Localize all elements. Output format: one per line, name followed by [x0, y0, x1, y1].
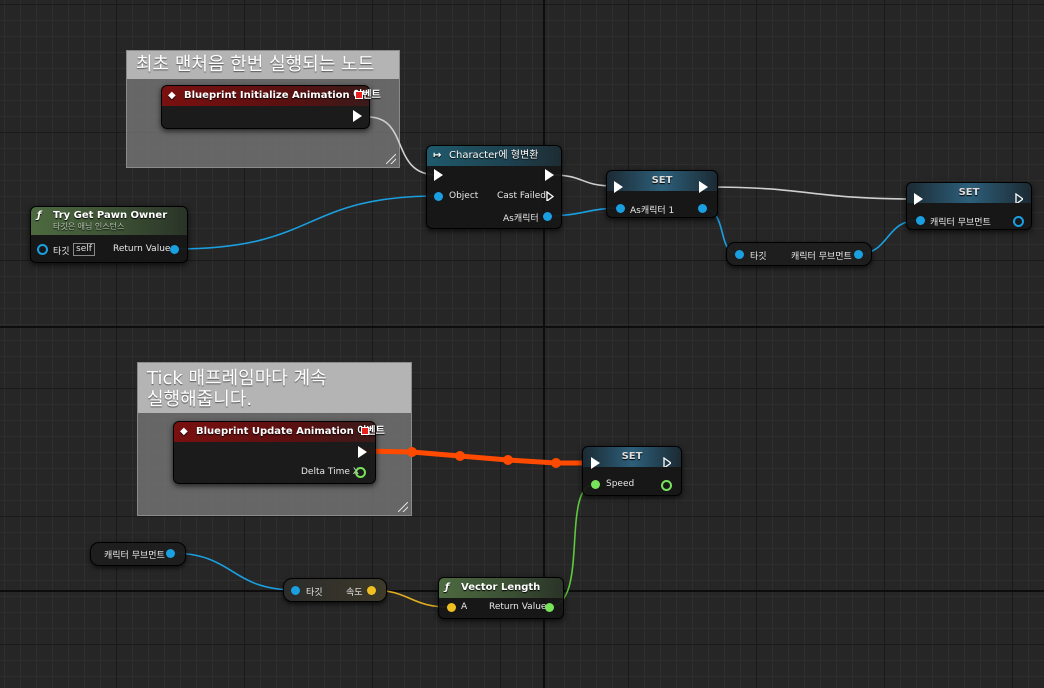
delegate-pin-icon[interactable] — [355, 91, 363, 99]
cast-arrow-icon: ↦ — [433, 150, 442, 161]
exec-out-pin[interactable] — [699, 181, 708, 193]
a-label: A — [461, 602, 468, 612]
comment-init-title[interactable]: 최초 맨처음 한번 실행되는 노드 — [127, 51, 399, 79]
movement-variable-label: 캐릭터 무브먼트 — [104, 551, 165, 561]
as-character-out-pin[interactable] — [543, 212, 552, 221]
exec-out-pin[interactable] — [545, 169, 554, 181]
node-title: Blueprint Initialize Animation 이벤트 — [184, 90, 381, 101]
comment-tick-title[interactable]: Tick 매프레임마다 계속 실행해줍니다. — [138, 363, 411, 413]
exec-out-pin[interactable] — [663, 457, 671, 467]
exec-in-pin[interactable] — [591, 457, 600, 469]
node-title: SET — [958, 187, 980, 198]
target-in-pin[interactable] — [291, 586, 300, 595]
node-update-animation[interactable]: ◆ Blueprint Update Animation 이벤트 — [173, 421, 385, 484]
wire-reroute-dot — [455, 451, 465, 461]
delegate-pin-icon[interactable] — [361, 427, 369, 435]
event-diamond-icon: ◆ — [180, 426, 188, 437]
exec-out-pin[interactable] — [353, 110, 362, 122]
node-title: Try Get Pawn Owner — [53, 210, 168, 221]
node-set-movement[interactable]: SET — [906, 182, 1032, 230]
self-default-box[interactable]: self — [73, 243, 95, 256]
wire-movement-to-velocity — [170, 552, 296, 591]
movement-out-pin[interactable] — [854, 250, 863, 259]
set-pin-label: 캐릭터 무브먼트 — [930, 218, 991, 228]
resize-grip-icon[interactable] — [386, 154, 396, 164]
node-header[interactable]: ◆ Blueprint Update Animation 이벤트 — [174, 422, 385, 442]
return-value-out-pin[interactable] — [545, 603, 554, 612]
node-header[interactable]: SET — [583, 447, 681, 467]
exec-out-pin[interactable] — [1015, 193, 1023, 203]
a-in-pin[interactable] — [447, 603, 456, 612]
return-value-label: Return Value — [489, 602, 547, 612]
node-title: SET — [651, 175, 673, 186]
wire-pawn-to-object — [175, 195, 439, 250]
speed-in-pin[interactable] — [591, 480, 600, 489]
cast-failed-label: Cast Failed — [497, 191, 546, 201]
cast-failed-exec-pin[interactable] — [546, 191, 554, 201]
character-in-pin[interactable] — [616, 204, 625, 213]
node-subtitle: 타깃은 애님 인스턴스 — [53, 222, 125, 231]
comment-tick-line2: 실행해줍니다. — [147, 389, 253, 410]
resize-grip-icon[interactable] — [398, 502, 408, 512]
node-title: Vector Length — [461, 582, 541, 593]
object-in-pin[interactable] — [434, 192, 443, 201]
node-header[interactable]: ↦ Character에 형변환 — [427, 146, 561, 166]
exec-out-pin[interactable] — [358, 446, 367, 458]
object-pin-label: Object — [449, 191, 479, 201]
delta-time-label: Delta Time X — [301, 467, 359, 477]
event-diamond-icon: ◆ — [168, 90, 176, 101]
node-title: Character에 형변환 — [449, 150, 539, 161]
target-in-pin[interactable] — [37, 244, 48, 255]
target-label: 타깃 — [306, 588, 323, 598]
as-character-label: As캐릭터 — [503, 214, 539, 224]
node-title: SET — [621, 451, 643, 462]
movement-out-pin[interactable] — [166, 549, 175, 558]
function-f-icon: ƒ — [445, 582, 450, 593]
comment-tick-line1: Tick 매프레임마다 계속 — [147, 368, 327, 389]
node-try-get-pawn-owner[interactable]: ƒ Try Get Pawn Owner 타깃은 애님 인스턴스 — [30, 206, 188, 263]
target-label: 타깃 — [750, 252, 767, 262]
wire-set1-to-set2 — [707, 186, 917, 200]
wire-reroute-dot — [503, 455, 513, 465]
grid-axis-horizontal — [0, 326, 1044, 328]
velocity-label: 속도 — [346, 588, 363, 598]
target-in-pin[interactable] — [735, 250, 744, 259]
node-cast-character[interactable]: ↦ Character에 형변환 — [426, 145, 562, 229]
return-value-out-pin[interactable] — [170, 245, 179, 254]
speed-out-pin[interactable] — [661, 480, 672, 491]
movement-out-pin[interactable] — [1013, 216, 1024, 227]
target-label: 타깃 — [53, 247, 70, 257]
node-header[interactable]: SET — [907, 183, 1031, 203]
node-initialize-animation[interactable]: ◆ Blueprint Initialize Animation 이벤트 — [161, 85, 381, 129]
node-vector-length[interactable]: ƒ Vector Length — [438, 577, 564, 619]
exec-in-pin[interactable] — [434, 169, 443, 181]
node-header[interactable]: ƒ Vector Length — [439, 578, 563, 598]
exec-in-pin[interactable] — [914, 193, 923, 205]
node-header[interactable]: ◆ Blueprint Initialize Animation 이벤트 — [162, 86, 381, 106]
return-value-label: Return Value — [113, 244, 171, 254]
set-pin-label: As캐릭터 1 — [630, 206, 675, 216]
movement-output-label: 캐릭터 무브먼트 — [791, 252, 852, 262]
node-header[interactable]: SET — [607, 171, 717, 191]
node-get-velocity[interactable] — [283, 578, 387, 602]
movement-in-pin[interactable] — [916, 216, 925, 225]
node-title: Blueprint Update Animation 이벤트 — [196, 426, 385, 437]
wire-reroute-dot — [551, 458, 561, 468]
velocity-out-pin[interactable] — [367, 586, 376, 595]
delta-time-out-pin[interactable] — [355, 467, 366, 478]
node-get-movement[interactable] — [726, 242, 872, 266]
character-out-pin[interactable] — [698, 204, 707, 213]
node-header[interactable]: ƒ Try Get Pawn Owner 타깃은 애님 인스턴스 — [31, 207, 187, 235]
speed-label: Speed — [606, 479, 635, 489]
exec-in-pin[interactable] — [614, 181, 623, 193]
function-f-icon: ƒ — [37, 210, 42, 221]
grid-axis-vertical — [543, 0, 545, 688]
